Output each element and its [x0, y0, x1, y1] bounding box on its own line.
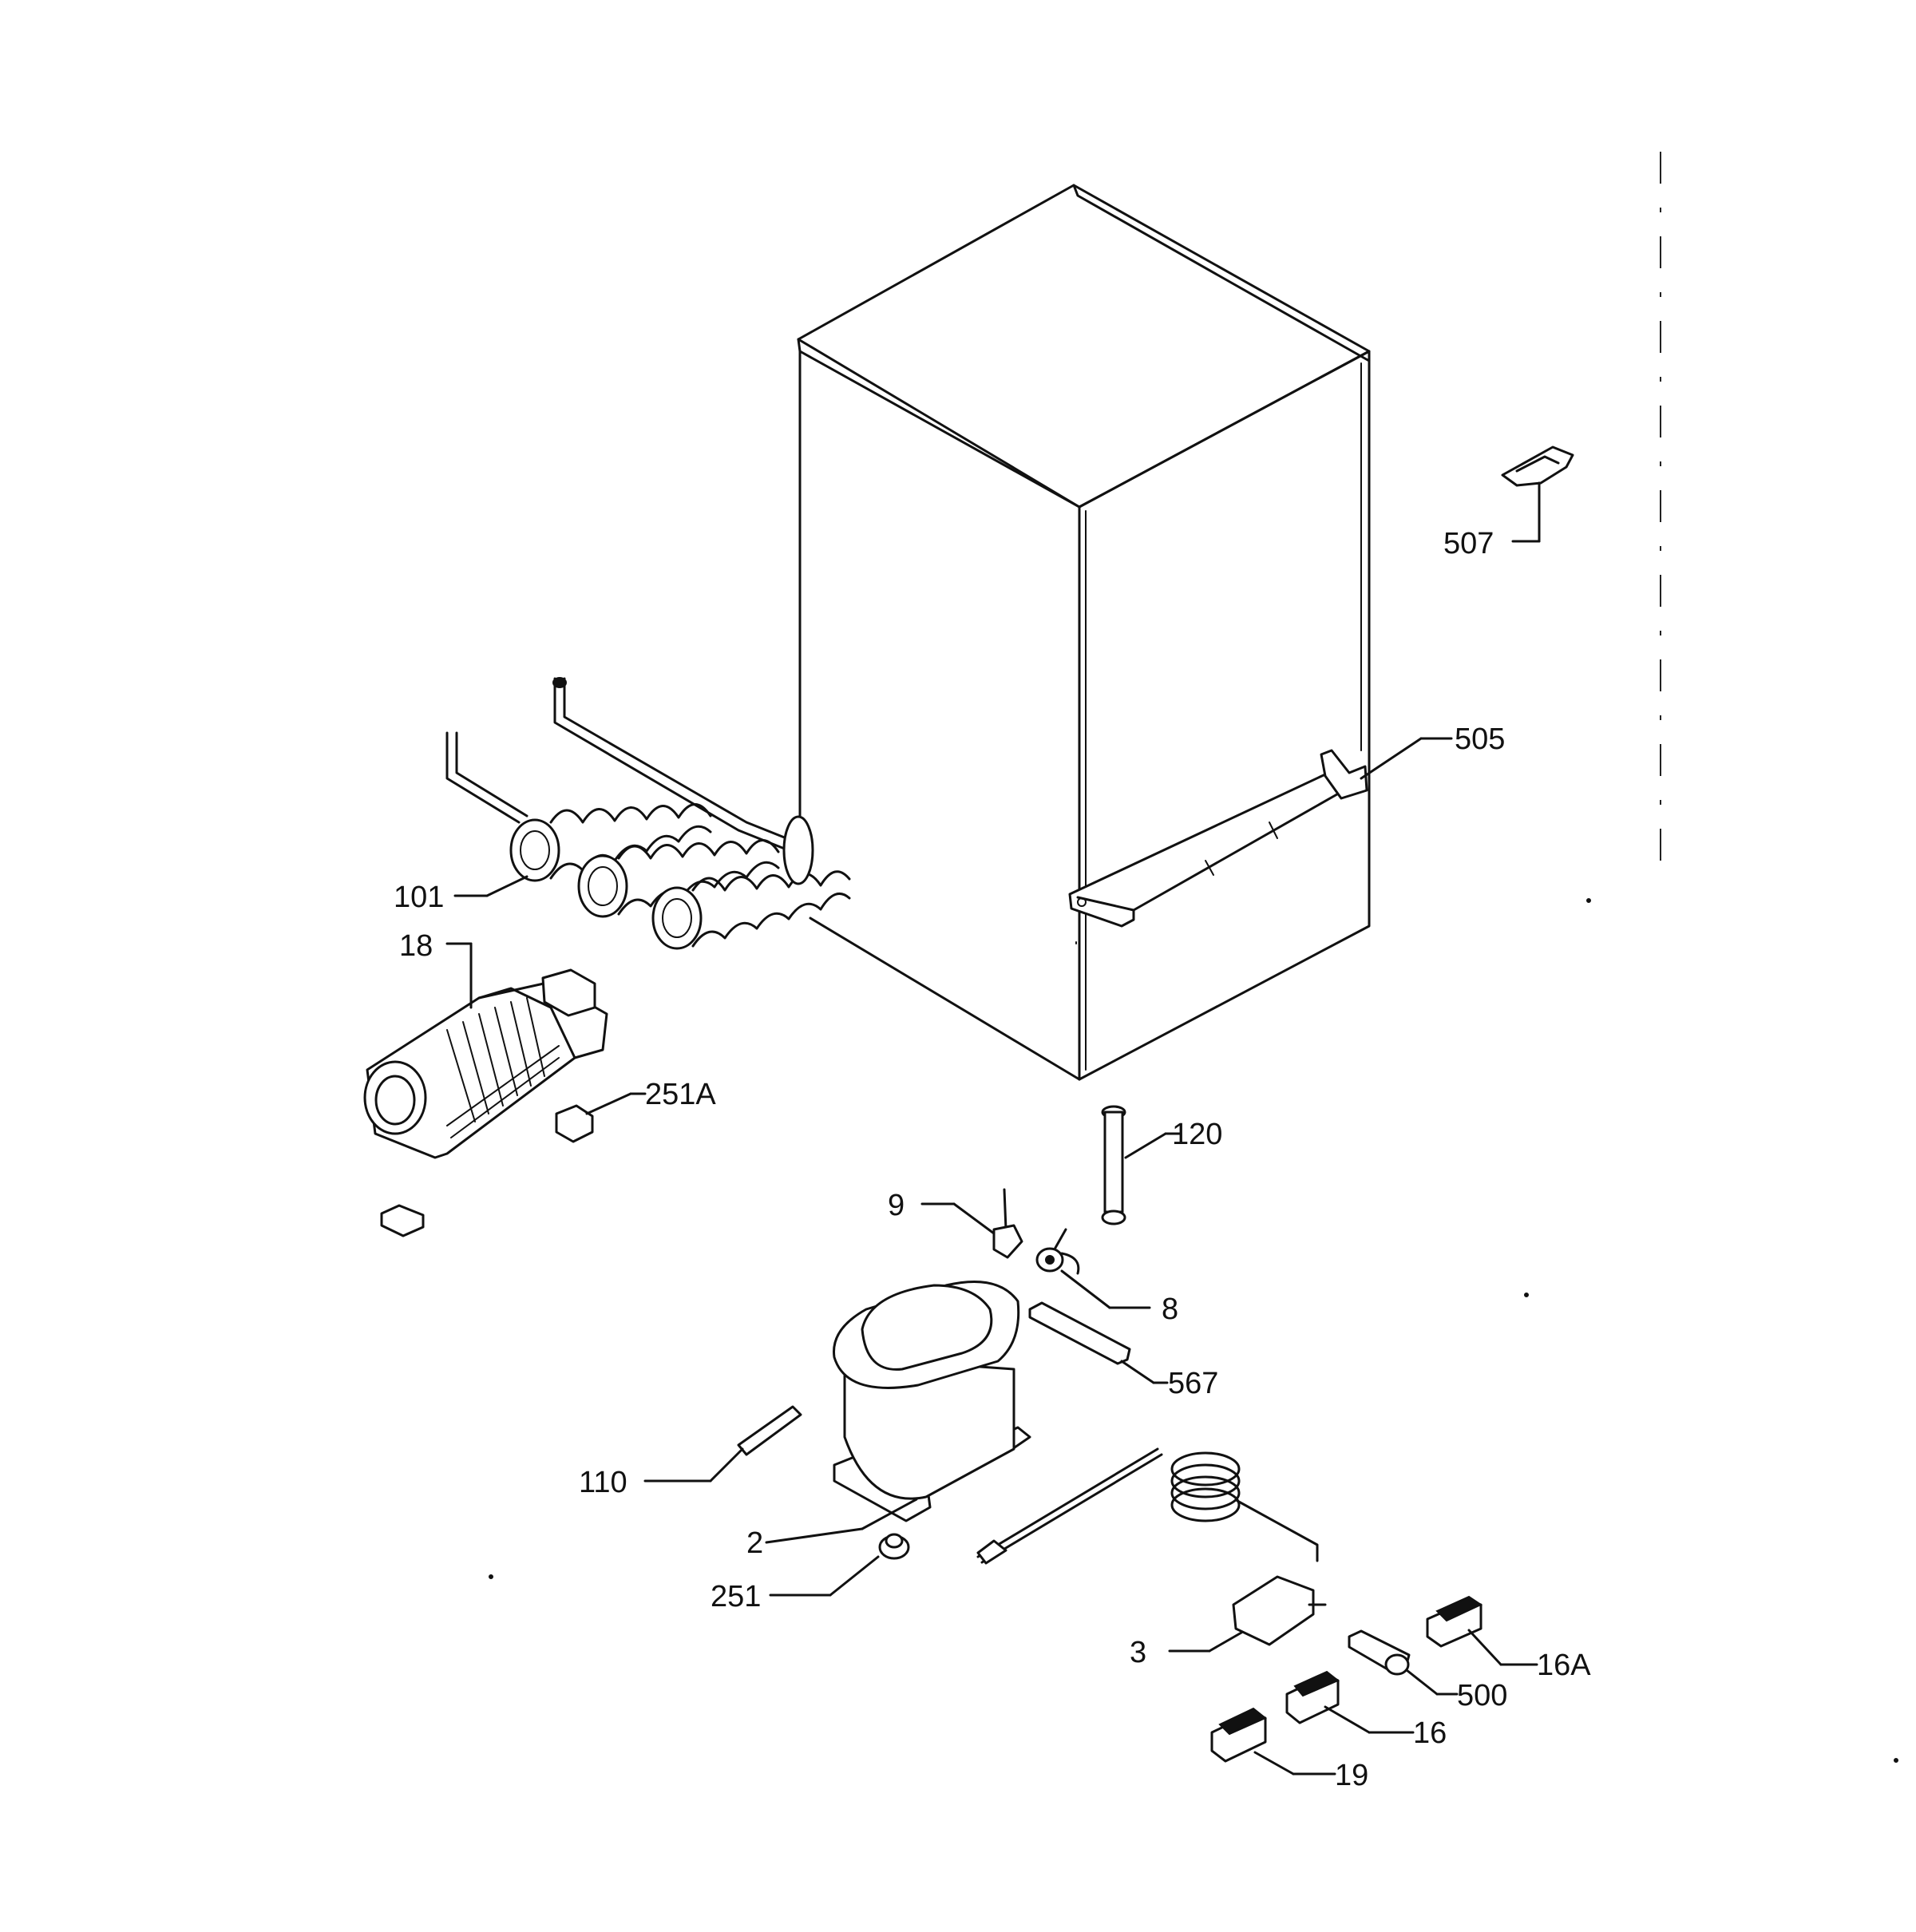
part-110-rod: 110 — [579, 1405, 802, 1499]
part-120-shaft: 120 — [1101, 1105, 1222, 1225]
label-120: 120 — [1172, 1118, 1222, 1151]
part-500-fuse-holder: 500 — [1348, 1629, 1507, 1712]
part-9-valve: 9 — [888, 1188, 1023, 1259]
label-3: 3 — [1130, 1636, 1146, 1669]
label-500: 500 — [1457, 1679, 1507, 1712]
part-16-switch: 16 — [1285, 1670, 1447, 1750]
label-8: 8 — [1162, 1293, 1178, 1326]
part-507-clip: 507 — [1443, 445, 1574, 560]
part-251A-clip: 251A — [555, 1078, 716, 1143]
part-3-thermostat: 3 — [976, 1447, 1327, 1669]
part-2-compressor: 2 — [746, 1281, 1031, 1560]
part-8-fitting: 8 — [1035, 1228, 1178, 1326]
part-19-switch: 19 — [1210, 1707, 1368, 1792]
part-101-condenser-coil: 101 — [394, 677, 851, 950]
label-101: 101 — [394, 881, 444, 914]
part-18-fan-motor: 18 — [363, 929, 608, 1159]
label-2: 2 — [746, 1526, 763, 1560]
part-505-hinge-bar: 505 — [1068, 723, 1505, 928]
label-251: 251 — [711, 1580, 761, 1613]
label-19: 19 — [1335, 1759, 1368, 1792]
part-567-plate: 567 — [1028, 1301, 1218, 1400]
label-507: 507 — [1443, 527, 1494, 560]
label-251A: 251A — [645, 1078, 716, 1111]
part-251-grommet: 251 — [711, 1533, 910, 1613]
loose-clip — [380, 1204, 425, 1237]
label-18: 18 — [399, 929, 433, 963]
label-9: 9 — [888, 1189, 905, 1222]
cabinet — [797, 184, 1371, 1081]
label-567: 567 — [1168, 1367, 1218, 1400]
label-16A: 16A — [1537, 1649, 1591, 1682]
part-16A-switch: 16A — [1426, 1595, 1591, 1682]
label-505: 505 — [1455, 723, 1505, 756]
label-110: 110 — [579, 1466, 627, 1499]
label-16: 16 — [1413, 1716, 1447, 1750]
